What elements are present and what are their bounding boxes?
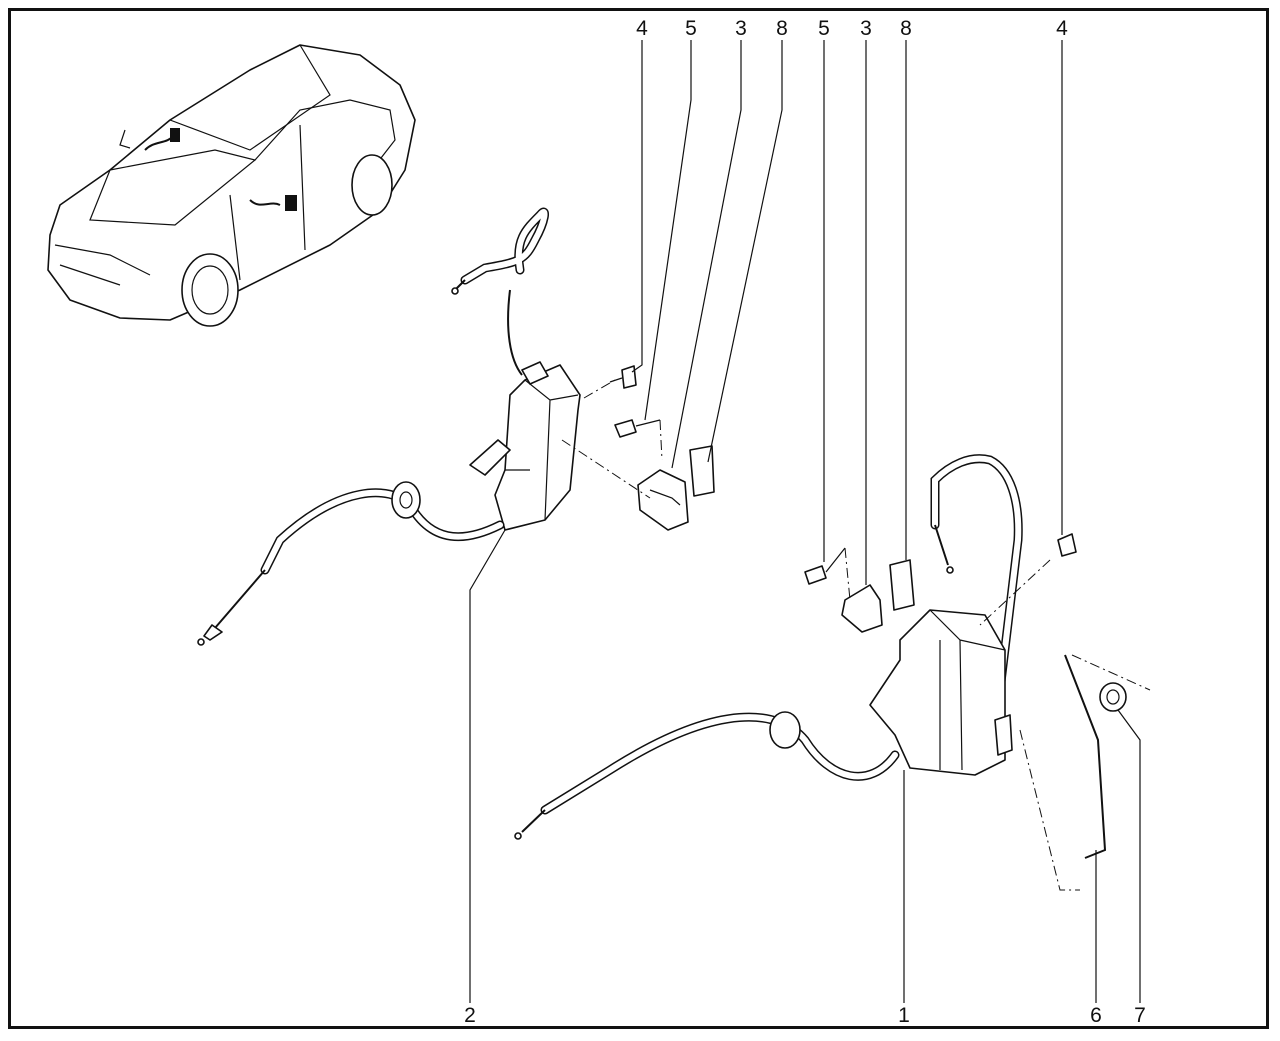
right-fasteners xyxy=(804,533,1151,891)
callout-leaders xyxy=(469,40,1141,1003)
callout-2: 2 xyxy=(464,1004,476,1027)
right-door-lock-1 xyxy=(514,454,1023,840)
callout-4-left: 4 xyxy=(636,17,648,40)
callout-8-left: 8 xyxy=(776,17,788,40)
callout-3-left: 3 xyxy=(735,17,747,40)
car-thumbnail xyxy=(47,44,416,327)
left-fasteners xyxy=(561,365,715,531)
callout-1: 1 xyxy=(898,1004,910,1027)
callout-3-right: 3 xyxy=(860,17,872,40)
callout-7: 7 xyxy=(1134,1004,1146,1027)
diagram-frame xyxy=(8,8,1269,1029)
callout-4-right: 4 xyxy=(1056,17,1068,40)
callout-8-right: 8 xyxy=(900,17,912,40)
callout-6: 6 xyxy=(1090,1004,1102,1027)
callout-5-right: 5 xyxy=(818,17,830,40)
left-door-lock-2 xyxy=(197,207,581,646)
callout-5-left: 5 xyxy=(685,17,697,40)
